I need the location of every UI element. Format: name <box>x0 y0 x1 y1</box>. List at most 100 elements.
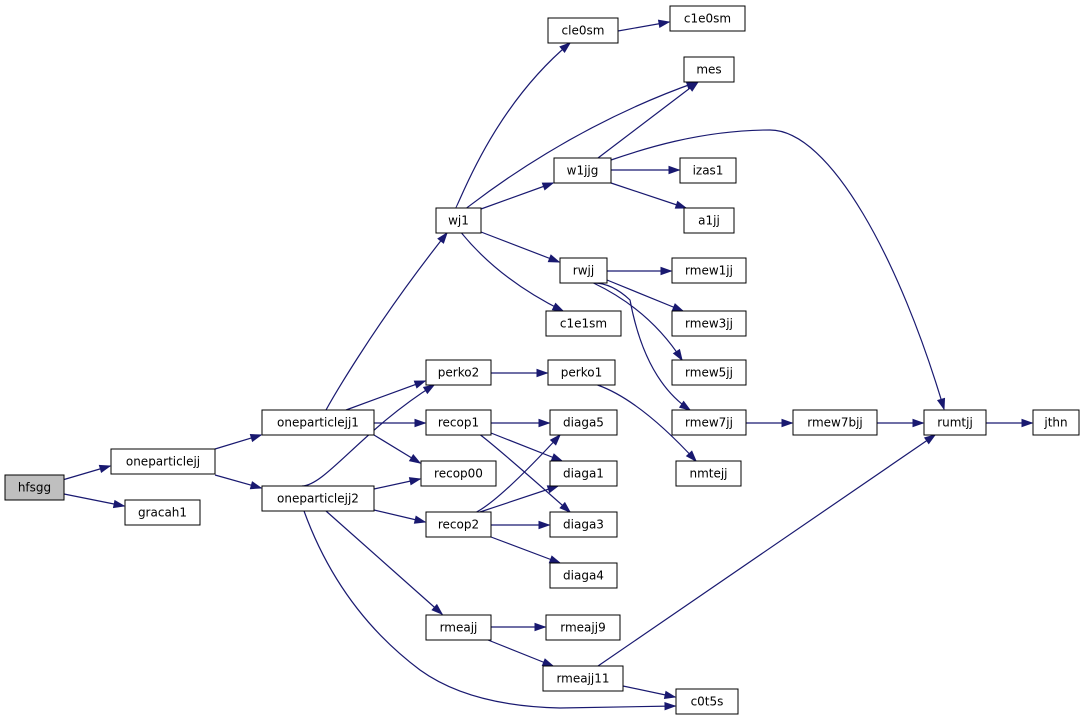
node-label: jthn <box>1043 416 1067 430</box>
edge-line <box>325 232 448 411</box>
arrowhead <box>249 434 263 443</box>
edge-rmeajj11-to-c0t5s <box>622 685 677 699</box>
node-perko1[interactable]: perko1 <box>547 359 616 386</box>
edge-rmew7jj-to-rmew7bjj <box>746 418 794 428</box>
arrowhead <box>923 434 937 445</box>
node-c1e1sm[interactable]: c1e1sm <box>545 310 622 337</box>
node-label: diaga4 <box>563 569 604 583</box>
node-rumtjj[interactable]: rumtjj <box>923 409 987 436</box>
arrowhead <box>547 254 561 263</box>
node-diaga1[interactable]: diaga1 <box>549 460 618 487</box>
node-label: nmtejj <box>689 467 727 481</box>
arrowhead <box>413 515 427 524</box>
node-label: oneparticlejj <box>126 455 200 469</box>
node-diaga3[interactable]: diaga3 <box>549 511 618 538</box>
node-a1jj[interactable]: a1jj <box>683 207 735 234</box>
node-perko2[interactable]: perko2 <box>425 359 492 386</box>
edge-line <box>606 279 684 312</box>
arrowhead <box>671 303 685 312</box>
edge-oneparticlejj-to-oneparticlejj1 <box>214 434 263 450</box>
node-nmtejj[interactable]: nmtejj <box>675 460 742 487</box>
node-rmew7bjj[interactable]: rmew7bjj <box>792 409 878 436</box>
node-wj1[interactable]: wj1 <box>435 207 482 234</box>
node-oneparticlejj1[interactable]: oneparticlejj1 <box>261 409 375 436</box>
edge-hfsgg-to-oneparticlejj <box>58 464 112 482</box>
node-label: w1jjg <box>567 164 599 178</box>
node-box <box>559 257 608 284</box>
node-label: rmew7jj <box>685 416 733 430</box>
edge-line <box>301 384 435 487</box>
edge-oneparticlejj2-to-perko2 <box>301 384 436 487</box>
node-rmeajj[interactable]: rmeajj <box>425 614 492 641</box>
node-rmew7jj[interactable]: rmew7jj <box>671 409 747 436</box>
node-jthn[interactable]: jthn <box>1032 409 1080 436</box>
arrowhead <box>678 400 692 411</box>
node-rmeajj9[interactable]: rmeajj9 <box>545 614 621 641</box>
edge-line <box>466 81 698 209</box>
arrowhead <box>408 477 422 486</box>
node-box <box>671 310 747 337</box>
node-label: hfsgg <box>18 481 51 495</box>
arrowhead <box>912 418 925 428</box>
node-oneparticlejj2[interactable]: oneparticlejj2 <box>261 485 375 512</box>
arrowhead <box>536 368 549 378</box>
arrowhead <box>546 485 560 494</box>
node-rmew3jj[interactable]: rmew3jj <box>671 310 747 337</box>
edge-rumtjj-to-jthn <box>986 418 1034 428</box>
node-rmeajj11[interactable]: rmeajj11 <box>542 665 624 692</box>
node-box <box>553 157 612 184</box>
arrowhead <box>685 450 698 463</box>
arrowhead <box>549 433 562 446</box>
node-rmew1jj[interactable]: rmew1jj <box>671 257 747 284</box>
node-label: rmew7bjj <box>807 416 863 430</box>
edge-line <box>490 536 561 564</box>
node-label: diaga3 <box>563 518 604 532</box>
edge-wj1-to-mes <box>466 81 699 209</box>
node-label: rmeajj11 <box>556 672 609 686</box>
edge-line <box>490 432 563 462</box>
node-recop2[interactable]: recop2 <box>425 511 492 538</box>
node-rwjj[interactable]: rwjj <box>559 257 608 284</box>
node-label: oneparticlejj1 <box>277 416 359 430</box>
node-diaga4[interactable]: diaga4 <box>549 562 618 589</box>
arrowhead <box>1021 418 1034 428</box>
node-box <box>124 499 201 526</box>
node-label: rmew5jj <box>685 366 733 380</box>
node-c0t5s[interactable]: c0t5s <box>675 688 739 715</box>
node-box <box>549 409 618 436</box>
node-box <box>792 409 878 436</box>
node-mes[interactable]: mes <box>683 56 735 83</box>
edge-hfsgg-to-gracah1 <box>58 492 126 509</box>
arrowhead <box>548 555 562 564</box>
arrowhead <box>674 200 688 209</box>
arrowhead <box>687 81 700 92</box>
node-rmew5jj[interactable]: rmew5jj <box>671 359 747 386</box>
node-recop1[interactable]: recop1 <box>425 409 492 436</box>
edge-recop2-to-diaga4 <box>490 536 562 564</box>
arrowhead <box>781 418 794 428</box>
edge-line <box>610 182 687 209</box>
edge-rwjj-to-rmew3jj <box>606 279 685 312</box>
node-izas1[interactable]: izas1 <box>679 157 737 184</box>
node-gracah1[interactable]: gracah1 <box>124 499 201 526</box>
arrowhead <box>538 520 551 530</box>
node-box <box>671 359 747 386</box>
arrowhead <box>431 603 444 616</box>
arrowhead <box>98 464 112 473</box>
node-w1jjg[interactable]: w1jjg <box>553 157 612 184</box>
node-box <box>545 310 622 337</box>
edge-oneparticlejj2-to-recop2 <box>373 509 427 524</box>
edge-w1jjg-to-a1jj <box>610 182 688 209</box>
node-label: rmew3jj <box>685 317 733 331</box>
arrowhead <box>668 165 681 175</box>
node-hfsgg[interactable]: hfsgg <box>4 474 65 501</box>
node-oneparticlejj[interactable]: oneparticlejj <box>110 448 216 475</box>
node-label: perko2 <box>438 366 479 380</box>
node-recop00[interactable]: recop00 <box>420 460 497 487</box>
edge-line <box>610 129 945 410</box>
node-c1e0sm[interactable]: c1e0sm <box>669 5 746 32</box>
node-diaga5[interactable]: diaga5 <box>549 409 618 436</box>
node-cle0sm[interactable]: cle0sm <box>547 17 619 44</box>
arrowhead <box>541 658 555 667</box>
edge-line <box>597 81 699 159</box>
